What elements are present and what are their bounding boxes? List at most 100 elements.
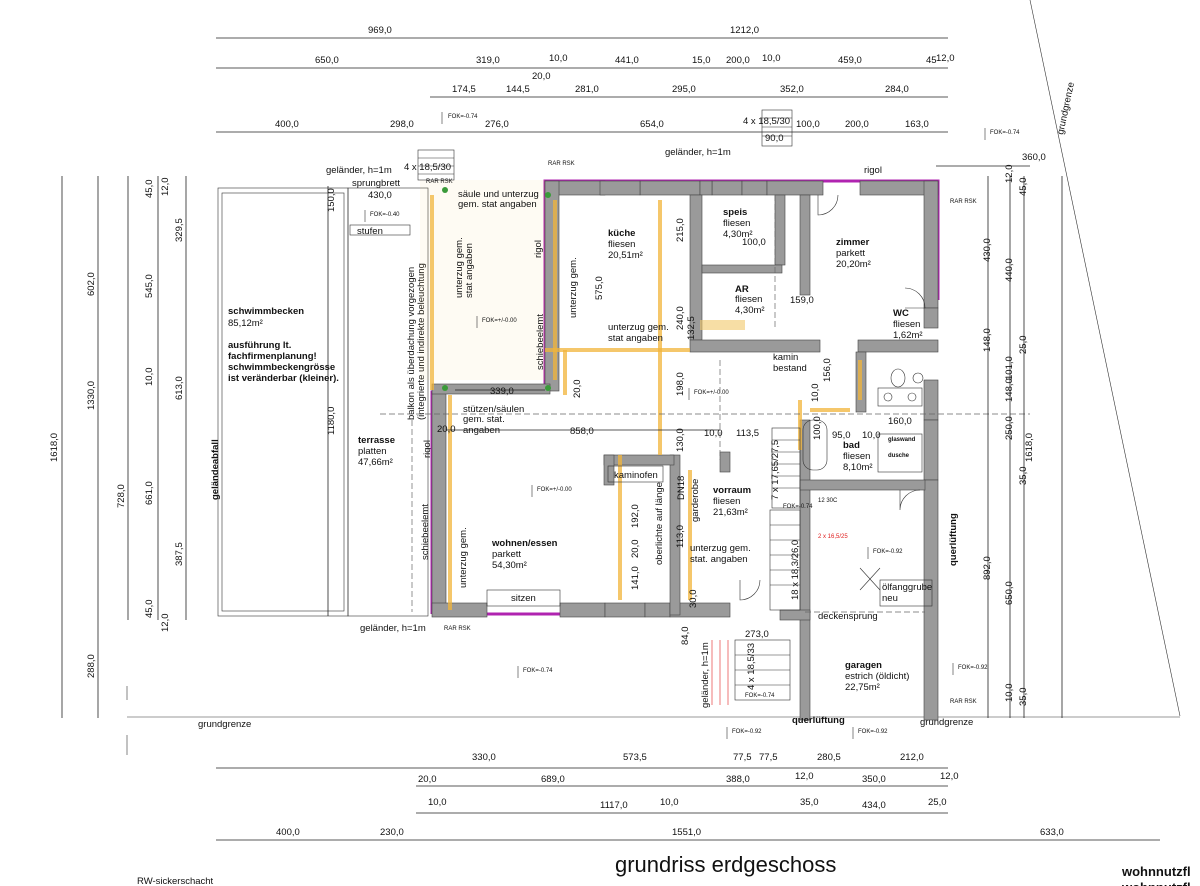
balkon-note-1: balkon als überdachung vorgezogen: [406, 267, 417, 420]
wohnen-name: wohnen/essen: [491, 538, 558, 549]
sprungbrett-dim: 430,0: [368, 190, 392, 201]
dim-10b-interior: 10,0: [704, 428, 723, 439]
dim-132: 132,5: [686, 316, 697, 340]
glaswand-label: glaswand: [888, 437, 916, 443]
dim-329: 329,5: [174, 218, 185, 242]
dim-1618-right: 1618,0: [1024, 433, 1035, 462]
dim-212: 212,0: [900, 752, 924, 763]
unterzug-kueche-2: stat angaben: [608, 333, 663, 344]
bad-floor: fliesen: [843, 451, 870, 462]
dim-148-right: 148,0: [982, 328, 993, 352]
dashed-lines: [380, 195, 1030, 460]
dim-215: 215,0: [675, 218, 686, 242]
zimmer-name: zimmer: [836, 237, 870, 248]
dim-654: 654,0: [640, 119, 664, 130]
dim-545: 545,0: [144, 274, 155, 298]
deckensprung-label: deckensprung: [818, 611, 878, 622]
zimmer-floor: parkett: [836, 248, 865, 259]
dim-4x: 4 x 18,5/30: [743, 116, 790, 127]
dim-130: 130,0: [675, 428, 686, 452]
dim-144: 144,5: [506, 84, 530, 95]
dim-352: 352,0: [780, 84, 804, 95]
dim-430-right: 430,0: [982, 238, 993, 262]
dim-602: 602,0: [86, 272, 97, 296]
dim-77b: 77,5: [759, 752, 778, 763]
level-markers: FOK=-0.74 FOK=-0.40 FOK=+/-0.00 FOK=+/-0…: [364, 112, 1020, 739]
rw-sickerschacht-label: RW-sickerschacht: [137, 876, 214, 886]
saeule-note-2: gem. stat angaben: [458, 199, 537, 210]
dim-113: 113,0: [675, 525, 686, 548]
dim-95: 95,0: [832, 430, 851, 441]
dim-10a-interior: 10,0: [862, 430, 881, 441]
pool-area-value: 85,12m²: [228, 318, 263, 329]
dim-30: 30,0: [688, 590, 699, 609]
dim-160: 160,0: [888, 416, 912, 427]
dimension-lines: [61, 37, 1160, 841]
dim-25-bottom: 25,0: [928, 797, 947, 808]
fok-a: FOK=-0.74: [448, 114, 478, 120]
dim-858: 858,0: [570, 426, 594, 437]
cutoff-label-2: wohnnutzfl: [1121, 880, 1191, 886]
stuetzen-note-1: stützen/säulen: [463, 404, 524, 415]
dim-12b-bottom: 12,0: [940, 771, 959, 782]
unterzug-vorraum-2: stat. angaben: [690, 554, 748, 565]
building-walls: [430, 179, 940, 721]
fok-f: FOK=-0.74: [523, 668, 553, 674]
garagen-area: 22,75m²: [845, 682, 880, 693]
fok-j: FOK=-0.74: [990, 130, 1020, 136]
kueche-area: 20,51m²: [608, 250, 643, 261]
fok-m: FOK=-0.92: [958, 665, 988, 671]
wc-name: WC: [893, 308, 909, 319]
dim-100-top: 100,0: [796, 119, 820, 130]
bad-name: bad: [843, 440, 860, 451]
dim-35-bottom: 35,0: [800, 797, 819, 808]
querlueftung-right: querlüftung: [948, 513, 959, 566]
bad-area: 8,10m²: [843, 462, 873, 473]
dim-45b-left: 45,0: [144, 600, 155, 619]
unterzug-kueche-1: unterzug gem.: [608, 322, 669, 333]
gelaender-vertical: geländer, h=1m: [700, 642, 711, 708]
pool-note-4: ist veränderbar (kleiner).: [228, 373, 339, 384]
stuetzen-note-2: gem. stat.: [463, 414, 505, 425]
kamin-label-1: kamin: [773, 352, 798, 363]
oelfanggrube-2: neu: [882, 593, 898, 604]
speis-floor: fliesen: [723, 218, 750, 229]
dim-400-top: 400,0: [275, 119, 299, 130]
grundgrenze-diagonal: grundgrenze: [1055, 81, 1077, 135]
dim-10-right: 10,0: [1004, 684, 1015, 703]
schiebeelemt-left: schiebeelemt: [420, 504, 431, 560]
fok-d: FOK=+/-0.00: [694, 390, 729, 396]
dim-298: 298,0: [390, 119, 414, 130]
dim-12-left: 12,0: [160, 178, 171, 197]
rar-rsk-garage: RAR RSK: [950, 699, 977, 705]
rar-rsk-top: RAR RSK: [548, 161, 575, 167]
dim-295: 295,0: [672, 84, 696, 95]
dim-319: 319,0: [476, 55, 500, 66]
dim-288: 288,0: [86, 654, 97, 678]
vorraum-floor: fliesen: [713, 496, 740, 507]
sitzen-label: sitzen: [511, 593, 536, 604]
kueche-name: küche: [608, 228, 635, 239]
dim-284: 284,0: [885, 84, 909, 95]
dim-728: 728,0: [116, 484, 127, 508]
vorraum-name: vorraum: [713, 485, 751, 496]
dim-273: 273,0: [745, 629, 769, 640]
dim-90-top: 90,0: [765, 133, 784, 144]
unterzug-vorraum-1: unterzug gem.: [690, 543, 751, 554]
dim-10c: 10,0: [810, 384, 821, 403]
balkon-note-2: (integrierte und indirekte beleuchtung: [416, 263, 427, 420]
fixtures: [417, 109, 933, 705]
rar-rsk-left: RAR RSK: [426, 179, 453, 185]
ar-floor: fliesen: [735, 294, 762, 305]
ar-area: 4,30m²: [735, 305, 765, 316]
ar-name: AR: [735, 284, 749, 295]
dim-230: 230,0: [380, 827, 404, 838]
terrasse-floor: platten: [358, 446, 387, 457]
pool-name: schwimmbecken: [228, 306, 304, 317]
stairs-note: 2 x 16,5/25: [818, 534, 848, 540]
dim-45-top: 45: [926, 55, 937, 66]
dim-18x: 18 x 18,3/26,0: [790, 540, 801, 600]
dim-281: 281,0: [575, 84, 599, 95]
stuetzen-note-3: angaben: [463, 425, 500, 436]
dim-575: 575,0: [594, 276, 605, 300]
